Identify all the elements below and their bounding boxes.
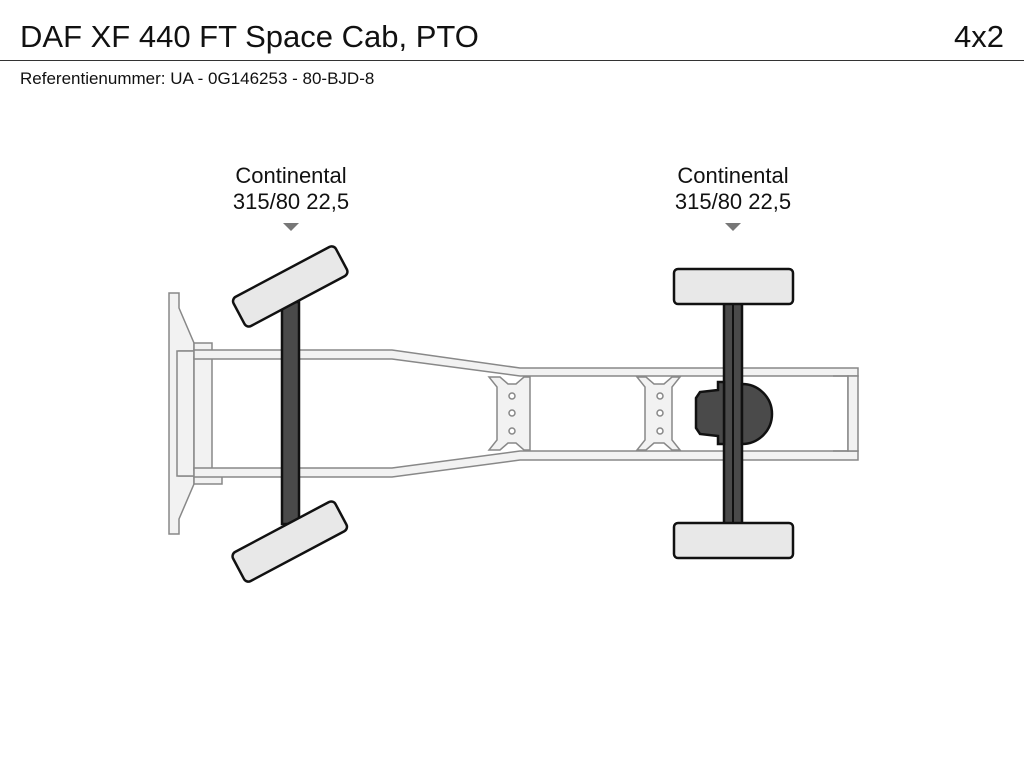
differential-housing: [740, 382, 774, 446]
front-tire-brand: Continental: [235, 163, 346, 188]
rear-tire-brand: Continental: [677, 163, 788, 188]
front-bumper: [168, 292, 223, 535]
front-left-tire: [231, 245, 349, 328]
front-right-tire: [231, 500, 349, 583]
rear-left-tire: [672, 267, 795, 306]
rear-axle-marker-icon: [725, 223, 741, 231]
front-axle-label: Continental 315/80 22,5: [233, 163, 349, 231]
rear-right-tire: [672, 521, 795, 560]
axle-configuration: 4x2: [954, 19, 1004, 54]
front-axle-marker-icon: [283, 223, 299, 231]
front-axle-beam: [280, 300, 301, 526]
cross-member-2: [635, 376, 682, 451]
rear-tire-size: 315/80 22,5: [675, 189, 791, 214]
rear-axle-label: Continental 315/80 22,5: [675, 163, 791, 231]
header: DAF XF 440 FT Space Cab, PTO 4x2: [0, 0, 1024, 61]
rear-axle: [672, 267, 795, 560]
page-title: DAF XF 440 FT Space Cab, PTO: [20, 19, 479, 54]
reference-number: Referentienummer: UA - 0G146253 - 80-BJD…: [20, 69, 375, 88]
front-tire-size: 315/80 22,5: [233, 189, 349, 214]
chassis-frame: [193, 349, 859, 478]
differential-input: [694, 380, 726, 446]
front-axle: [231, 245, 349, 583]
cross-member-1: [487, 376, 531, 451]
